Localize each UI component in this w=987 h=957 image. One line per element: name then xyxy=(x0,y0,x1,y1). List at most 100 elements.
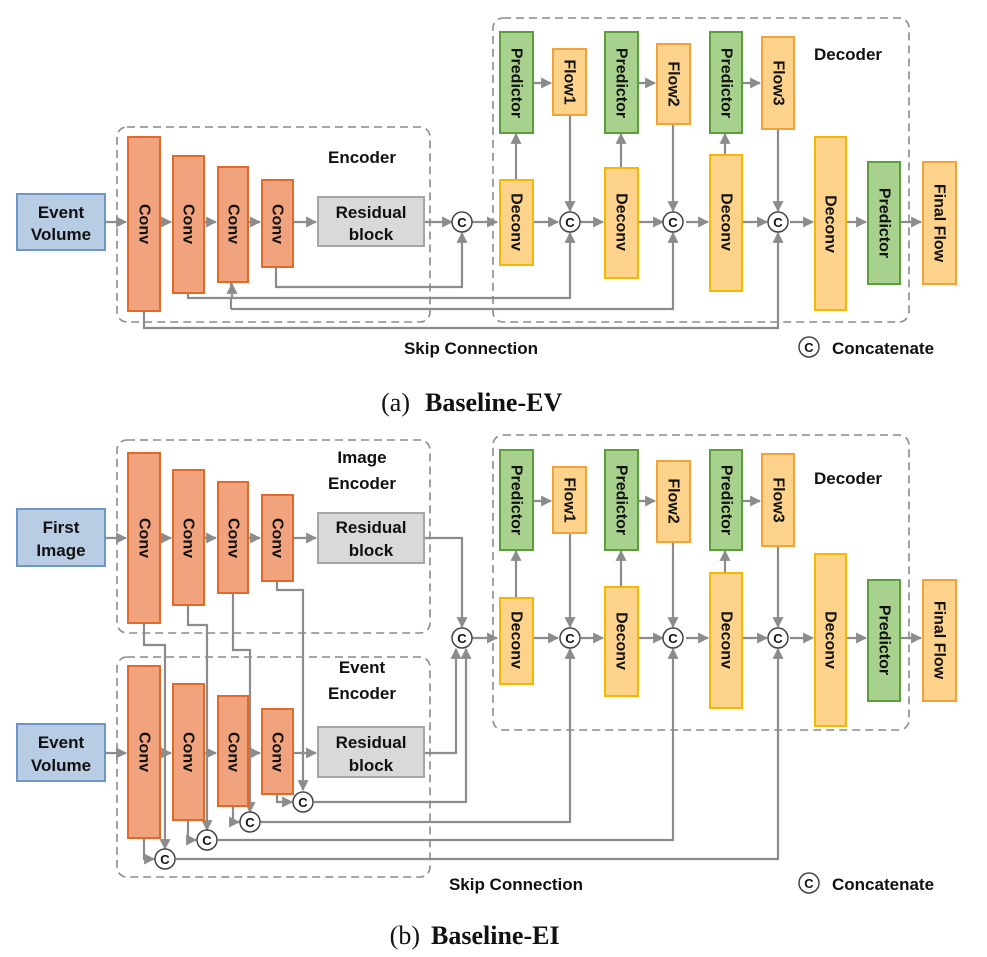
svg-text:Predictor: Predictor xyxy=(718,465,735,535)
svg-text:Predictor: Predictor xyxy=(876,605,893,675)
concat-node: C xyxy=(451,627,473,649)
svg-text:Flow1: Flow1 xyxy=(561,477,578,522)
caption-a-name: Baseline-EV xyxy=(425,388,562,417)
final-flow-block: Final Flow xyxy=(922,161,957,285)
svg-text:block: block xyxy=(349,756,394,775)
svg-text:Conv: Conv xyxy=(225,204,242,244)
svg-text:C: C xyxy=(457,215,467,230)
decoder-label: Decoder xyxy=(814,469,882,488)
caption-b-letter: (b) xyxy=(390,921,420,950)
svg-text:Flow1: Flow1 xyxy=(561,59,578,104)
event-conv-block: Conv xyxy=(217,695,249,807)
image-encoder-label-line1: Image xyxy=(337,448,386,467)
deconv-block: Deconv xyxy=(499,597,534,685)
conv-block: Conv xyxy=(172,155,205,294)
flow2-block: Flow2 xyxy=(656,460,691,543)
event-volume-input xyxy=(16,193,106,251)
panel-a: Encoder Decoder xyxy=(16,17,957,417)
svg-text:Flow2: Flow2 xyxy=(665,61,682,106)
concat-node: C xyxy=(239,811,261,833)
deconv-block: Deconv xyxy=(814,553,847,727)
caption-b-name: Baseline-EI xyxy=(431,921,560,950)
skip-connection-label: Skip Connection xyxy=(449,875,583,894)
svg-text:Conv: Conv xyxy=(225,518,242,558)
deconv-block: Deconv xyxy=(709,154,743,292)
svg-text:Conv: Conv xyxy=(225,732,242,772)
svg-text:Deconv: Deconv xyxy=(822,195,839,253)
predictor-block: Predictor xyxy=(499,31,534,134)
concat-node: C xyxy=(767,211,789,233)
concat-node: C xyxy=(662,627,684,649)
predictor-block: Predictor xyxy=(604,31,639,134)
svg-text:Conv: Conv xyxy=(136,518,153,558)
concat-node: C xyxy=(559,211,581,233)
predictor-block: Predictor xyxy=(499,449,534,551)
svg-text:C: C xyxy=(565,631,575,646)
deconv-block: Deconv xyxy=(604,167,639,279)
image-encoder-label-line2: Encoder xyxy=(328,474,396,493)
concat-node: C xyxy=(154,848,176,870)
svg-text:Final Flow: Final Flow xyxy=(931,184,948,263)
event-encoder-label-line2: Encoder xyxy=(328,684,396,703)
image-residual-block: Residual block xyxy=(317,512,425,564)
image-conv-block: Conv xyxy=(217,481,249,594)
svg-text:Conv: Conv xyxy=(136,204,153,244)
first-image-input xyxy=(16,508,106,567)
flow1-block: Flow1 xyxy=(552,48,587,116)
event-volume-label-line2: Volume xyxy=(31,756,91,775)
predictor-block: Predictor xyxy=(867,161,901,285)
svg-text:Predictor: Predictor xyxy=(508,48,525,118)
decoder-region xyxy=(492,434,910,731)
first-image-label-line2: Image xyxy=(36,541,85,560)
svg-text:Conv: Conv xyxy=(269,732,286,772)
concat-node: C xyxy=(662,211,684,233)
concatenate-legend: C Concatenate xyxy=(798,336,934,358)
event-conv-block: Conv xyxy=(261,708,294,795)
event-conv-block: Conv xyxy=(172,683,205,821)
svg-text:Residual: Residual xyxy=(336,518,407,537)
svg-text:Predictor: Predictor xyxy=(508,465,525,535)
deconv-block: Deconv xyxy=(709,572,743,709)
concat-node: C xyxy=(559,627,581,649)
svg-text:Conv: Conv xyxy=(180,204,197,244)
svg-text:Deconv: Deconv xyxy=(508,193,525,251)
predictor-block: Predictor xyxy=(709,31,743,134)
svg-text:Deconv: Deconv xyxy=(718,193,735,251)
svg-text:Deconv: Deconv xyxy=(822,611,839,669)
svg-text:Predictor: Predictor xyxy=(613,48,630,118)
svg-text:C: C xyxy=(245,815,255,830)
first-image-label-line1: First xyxy=(43,518,80,537)
decoder-label: Decoder xyxy=(814,45,882,64)
svg-text:Conv: Conv xyxy=(269,204,286,244)
deconv-block: Deconv xyxy=(814,136,847,311)
predictor-block: Predictor xyxy=(604,449,639,551)
event-volume-label-line1: Event xyxy=(38,203,85,222)
svg-text:Final Flow: Final Flow xyxy=(931,601,948,680)
svg-text:Conv: Conv xyxy=(136,732,153,772)
svg-text:C: C xyxy=(298,795,308,810)
concat-node: C xyxy=(767,627,789,649)
event-encoder-label-line1: Event xyxy=(339,658,386,677)
panel-b: Image Encoder Event Encoder Decoder xyxy=(16,434,957,950)
flow1-block: Flow1 xyxy=(552,466,587,534)
residual-block: Residual block xyxy=(317,196,425,247)
svg-text:block: block xyxy=(349,541,394,560)
svg-text:C: C xyxy=(773,631,783,646)
svg-text:Deconv: Deconv xyxy=(613,193,630,251)
event-volume-label-line1: Event xyxy=(38,733,85,752)
svg-text:C: C xyxy=(668,215,678,230)
panel-b-wires xyxy=(105,495,923,865)
svg-text:Predictor: Predictor xyxy=(718,48,735,118)
concatenate-legend: C Concatenate xyxy=(798,872,934,894)
event-residual-block: Residual block xyxy=(317,726,425,778)
svg-text:Deconv: Deconv xyxy=(718,611,735,669)
flow2-block: Flow2 xyxy=(656,43,691,125)
encoder-region xyxy=(116,126,431,323)
event-volume-input xyxy=(16,723,106,782)
concat-node: C xyxy=(196,829,218,851)
svg-text:Deconv: Deconv xyxy=(508,611,525,669)
event-encoder-region xyxy=(116,656,431,878)
image-encoder-region xyxy=(116,439,431,634)
conv-block: Conv xyxy=(217,166,249,283)
